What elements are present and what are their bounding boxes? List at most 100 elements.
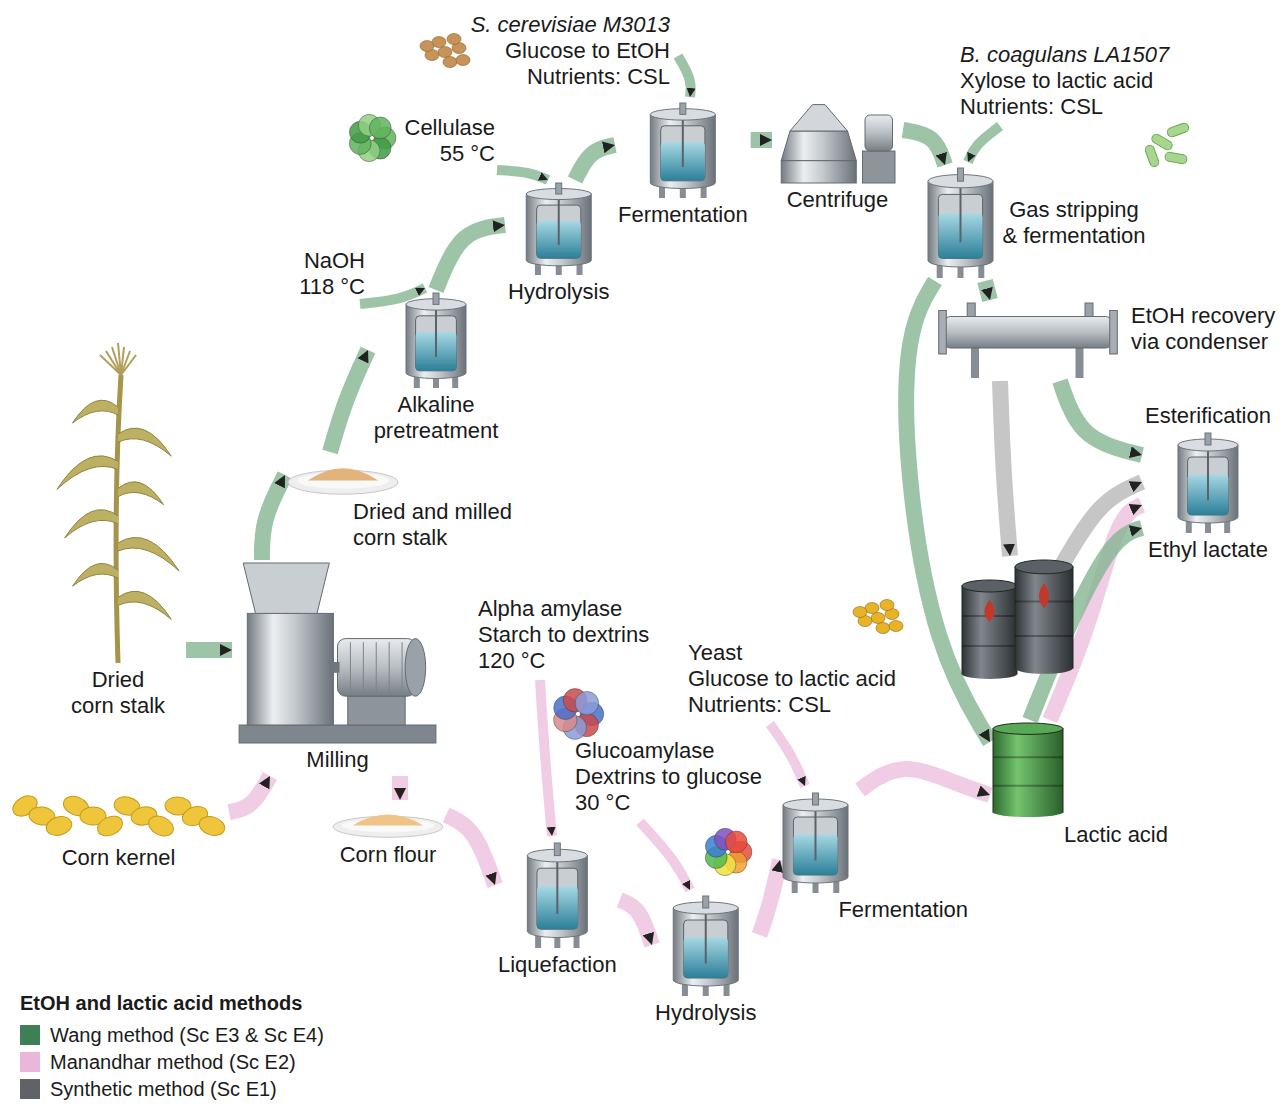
fuel-drums-part — [1015, 635, 1073, 637]
mill-figure-part — [363, 642, 364, 692]
condenser-figure-part — [1085, 303, 1093, 318]
bacteria-figure-part — [1166, 122, 1190, 138]
condenser-figure-part — [1110, 311, 1118, 355]
flow-band — [751, 132, 772, 148]
icon-slot — [1178, 433, 1238, 533]
bacteria-figure-part — [1144, 144, 1160, 168]
yeast-figure-part — [447, 34, 461, 45]
corn-stalk-figure-part — [118, 428, 171, 456]
fuel-drums-part — [962, 586, 1017, 674]
corn-kernel-figure-part — [145, 812, 176, 840]
legend-swatch — [20, 1025, 40, 1045]
process-unit: Hydrolysis — [505, 180, 612, 308]
annotation-text: Dextrins to glucose 30 °C — [575, 764, 770, 816]
unit-label: Milling — [306, 747, 368, 773]
flow-band — [575, 145, 615, 180]
tank-figure-part — [813, 793, 819, 805]
unit-label: EtOH recovery via condenser — [1131, 303, 1281, 355]
enzyme-figure-part — [369, 117, 391, 139]
mill-figure-part — [243, 563, 329, 613]
unit-label: Hydrolysis — [508, 279, 609, 305]
legend-text: Wang method (Sc E3 & Sc E4) — [50, 1022, 324, 1048]
fuel-drums-part — [1039, 583, 1049, 608]
fuel-drums-part — [1015, 567, 1073, 668]
corn-stalk-figure-part — [57, 456, 118, 490]
mill-figure-part — [402, 642, 403, 692]
unit-label: Gas stripping & fermentation — [1001, 197, 1147, 249]
flow-band — [860, 769, 990, 795]
corn-stalk-figure-part — [65, 510, 118, 538]
corn-stalk-figure — [57, 343, 179, 663]
tank-figure-part — [556, 183, 562, 194]
process-unit: EsterificationEthyl lactate — [1142, 400, 1274, 566]
yeast-figure-part — [871, 613, 885, 624]
annotation-text: S. cerevisiae M3013 — [470, 12, 670, 38]
flow-band — [436, 225, 505, 290]
icon-slot — [650, 103, 715, 198]
unit-label: Fermentation — [838, 897, 968, 923]
tank-figure-part — [1178, 445, 1238, 523]
process-unit: Fermentation — [615, 100, 751, 231]
mill-figure-part — [350, 642, 351, 692]
plate-figure — [333, 815, 443, 838]
yeast-figure-part — [889, 621, 903, 632]
tank-figure-part — [406, 304, 466, 378]
flow-band — [229, 776, 270, 812]
tank-figure-part — [556, 856, 558, 914]
process-unit: Corn flour — [330, 800, 446, 871]
tank-figure-part — [1205, 433, 1211, 445]
unit-label: Liquefaction — [498, 952, 617, 978]
bacteria-figure-part — [1164, 152, 1187, 165]
drum-figure-part — [993, 729, 1063, 813]
tank-figure-part — [527, 856, 587, 938]
tank-figure — [527, 843, 587, 948]
unit-label: Ethyl lactate — [1148, 537, 1268, 563]
condenser-figure — [939, 303, 1118, 378]
condenser-figure-part — [939, 311, 947, 355]
tank-figure-part — [435, 304, 437, 357]
centrifuge-figure-part — [865, 115, 893, 151]
tank-figure — [673, 896, 738, 996]
icon-slot — [527, 843, 587, 948]
mill-figure-part — [338, 639, 416, 697]
process-unit: Liquefaction — [495, 840, 620, 981]
tank-figure — [406, 293, 466, 388]
icon-slot — [673, 896, 738, 996]
tank-figure-part — [1207, 445, 1209, 501]
icon-slot — [406, 293, 466, 388]
yeast-figure — [853, 600, 903, 634]
annotation-text: Cellulase 55 °C — [395, 115, 495, 167]
legend-text: Manandhar method (Sc E2) — [50, 1049, 296, 1075]
mill-figure-part — [247, 613, 333, 725]
icon-slot — [526, 183, 591, 275]
mill-figure-part — [239, 725, 436, 743]
annotation-text: Yeast — [688, 640, 908, 666]
tank-figure-part — [928, 181, 993, 267]
tank-figure-part — [433, 293, 439, 304]
tank-figure-part — [526, 194, 591, 266]
unit-label: Dried corn stalk — [69, 667, 167, 719]
tank-figure-part — [673, 908, 738, 986]
flow-band — [446, 815, 495, 885]
legend-row: Wang method (Sc E3 & Sc E4) — [20, 1021, 324, 1048]
process-unit: Fermentation — [780, 790, 971, 926]
plate-figure-part — [353, 815, 423, 826]
feed-band — [640, 822, 690, 890]
tank-figure-part — [783, 805, 848, 883]
corn-stalk-figure-part — [121, 351, 130, 375]
unit-label: Esterification — [1145, 403, 1271, 429]
plate-figure-part — [308, 468, 378, 480]
icon-slot — [993, 723, 1063, 818]
annotation-text: NaOH 118 °C — [290, 248, 365, 300]
mill-figure-part — [389, 642, 390, 692]
feed-leaders — [360, 56, 1142, 890]
yeast-figure — [420, 34, 470, 68]
corn-kernel-figure-part — [197, 814, 227, 839]
flow-connectors — [186, 130, 1142, 945]
process-unit: Dried corn stalk — [50, 340, 186, 722]
drum-figure-part — [993, 756, 1063, 758]
feed-band — [968, 126, 1000, 162]
annotation-text: Glucose to lactic acid Nutrients: CSL — [688, 666, 908, 718]
